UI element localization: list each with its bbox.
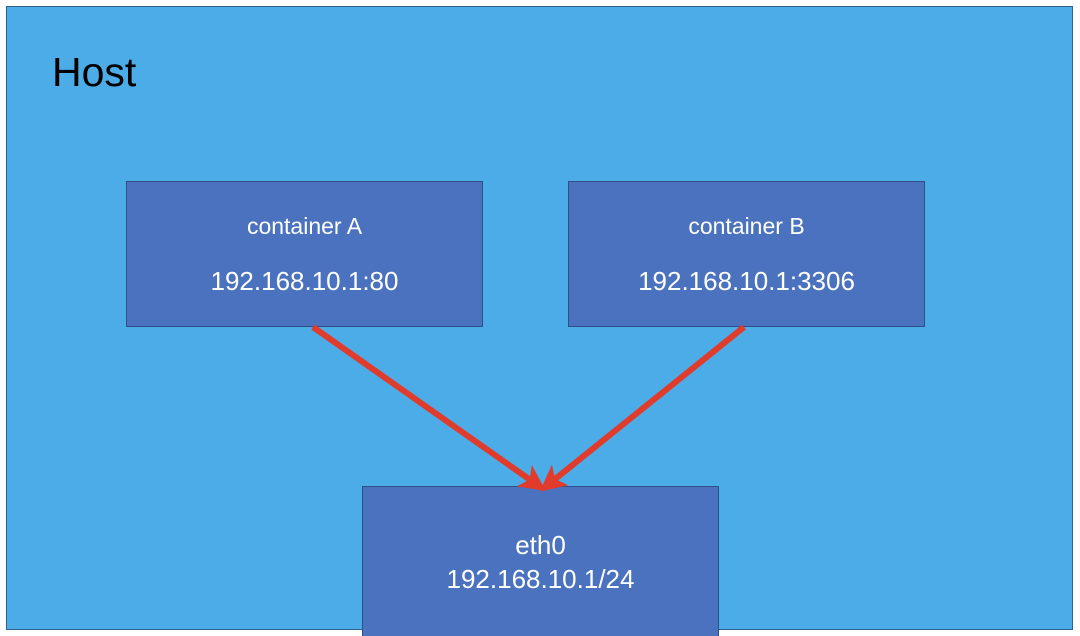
container-a-box[interactable]: container A 192.168.10.1:80 [126,181,483,327]
container-b-box[interactable]: container B 192.168.10.1:3306 [568,181,925,327]
container-a-address: 192.168.10.1:80 [210,265,399,296]
container-b-name: container B [688,212,805,239]
container-b-address: 192.168.10.1:3306 [638,265,855,296]
eth0-interface-box[interactable]: eth0 192.168.10.1/24 [362,486,719,636]
eth0-address: 192.168.10.1/24 [446,564,635,594]
container-a-name: container A [246,212,363,239]
eth0-name: eth0 [515,530,566,560]
host-label: Host [52,49,137,95]
